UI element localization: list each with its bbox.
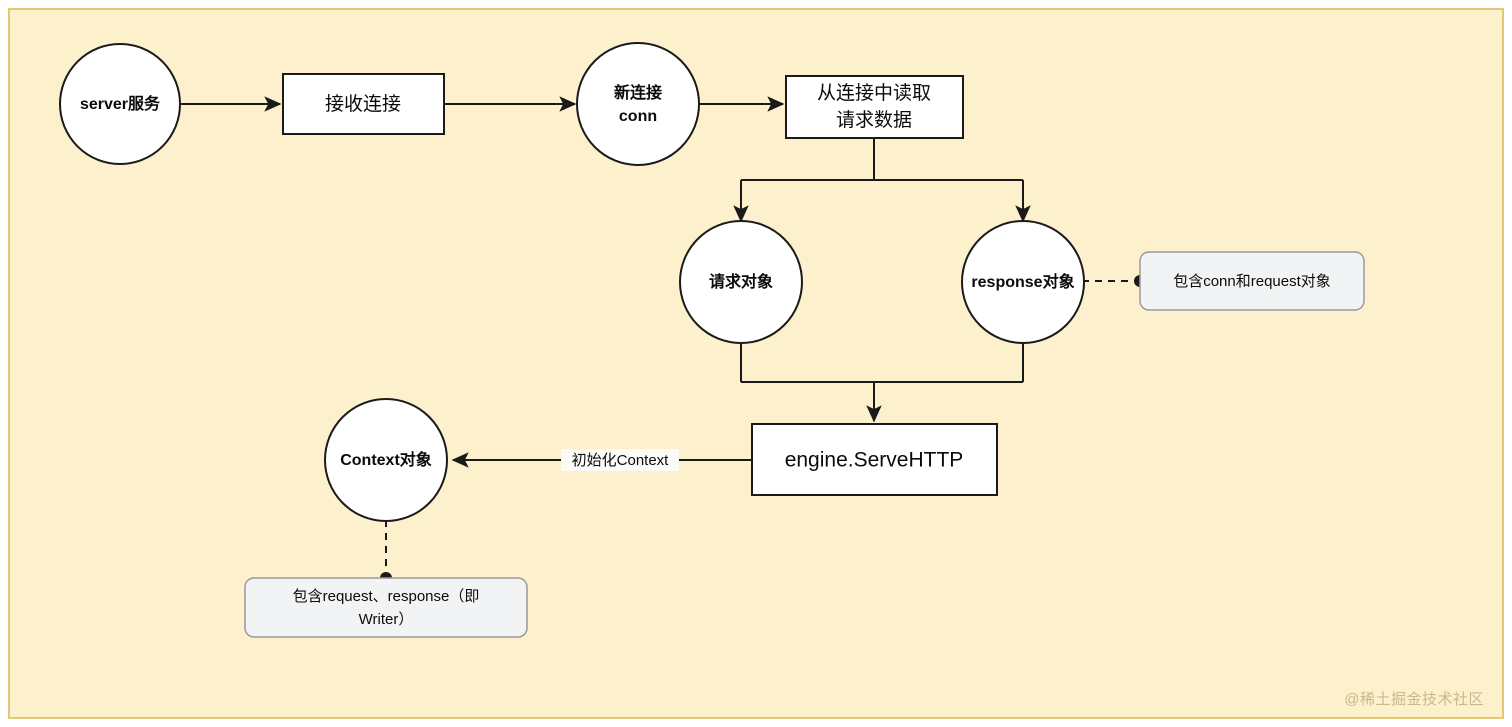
node-request-object[interactable]: 请求对象 (679, 220, 803, 344)
node-serve-http-label: engine.ServeHTTP (785, 449, 964, 472)
note-response-object: 包含conn和request对象 (1139, 251, 1365, 311)
node-server-circle (59, 43, 181, 165)
node-accept-conn[interactable]: 接收连接 (282, 73, 445, 135)
node-request-object-circle (679, 220, 803, 344)
node-server-label: server服务 (80, 94, 161, 113)
node-new-conn-label-line2: conn (619, 108, 657, 125)
node-new-conn[interactable]: 新连接 conn (576, 42, 700, 166)
node-context-object-circle (324, 398, 448, 522)
node-server[interactable]: server服务 (59, 43, 181, 165)
note-context-object-label-line1: 包含request、response（即 (293, 588, 480, 605)
edge-label-init-context: 初始化Context (572, 452, 670, 469)
note-response-object-label: 包含conn和request对象 (1173, 273, 1331, 290)
node-new-conn-label-line1: 新连接 (614, 83, 662, 102)
note-context-object-label-line2: Writer） (359, 611, 414, 628)
node-response-object-circle (961, 220, 1085, 344)
node-response-object[interactable]: response对象 (961, 220, 1085, 344)
node-context-object-label: Context对象 (340, 450, 432, 469)
node-read-request[interactable]: 从连接中读取 请求数据 (785, 75, 964, 139)
node-request-object-label: 请求对象 (709, 272, 773, 291)
note-context-object-box (244, 577, 528, 638)
node-new-conn-circle (576, 42, 700, 166)
node-read-request-label-line1: 从连接中读取 (817, 82, 931, 104)
node-read-request-rect (785, 75, 964, 139)
watermark: @稀土掘金技术社区 (1344, 691, 1484, 708)
node-serve-http-rect (751, 423, 998, 496)
node-serve-http[interactable]: engine.ServeHTTP (751, 423, 998, 496)
note-context-object: 包含request、response（即 Writer） (244, 577, 528, 638)
node-context-object[interactable]: Context对象 (324, 398, 448, 522)
node-response-object-label: response对象 (971, 272, 1074, 291)
node-accept-conn-label: 接收连接 (325, 93, 401, 115)
node-accept-conn-rect (282, 73, 445, 135)
edge-label-background (561, 449, 679, 471)
note-response-object-box (1139, 251, 1365, 311)
node-read-request-label-line2: 请求数据 (836, 109, 912, 131)
